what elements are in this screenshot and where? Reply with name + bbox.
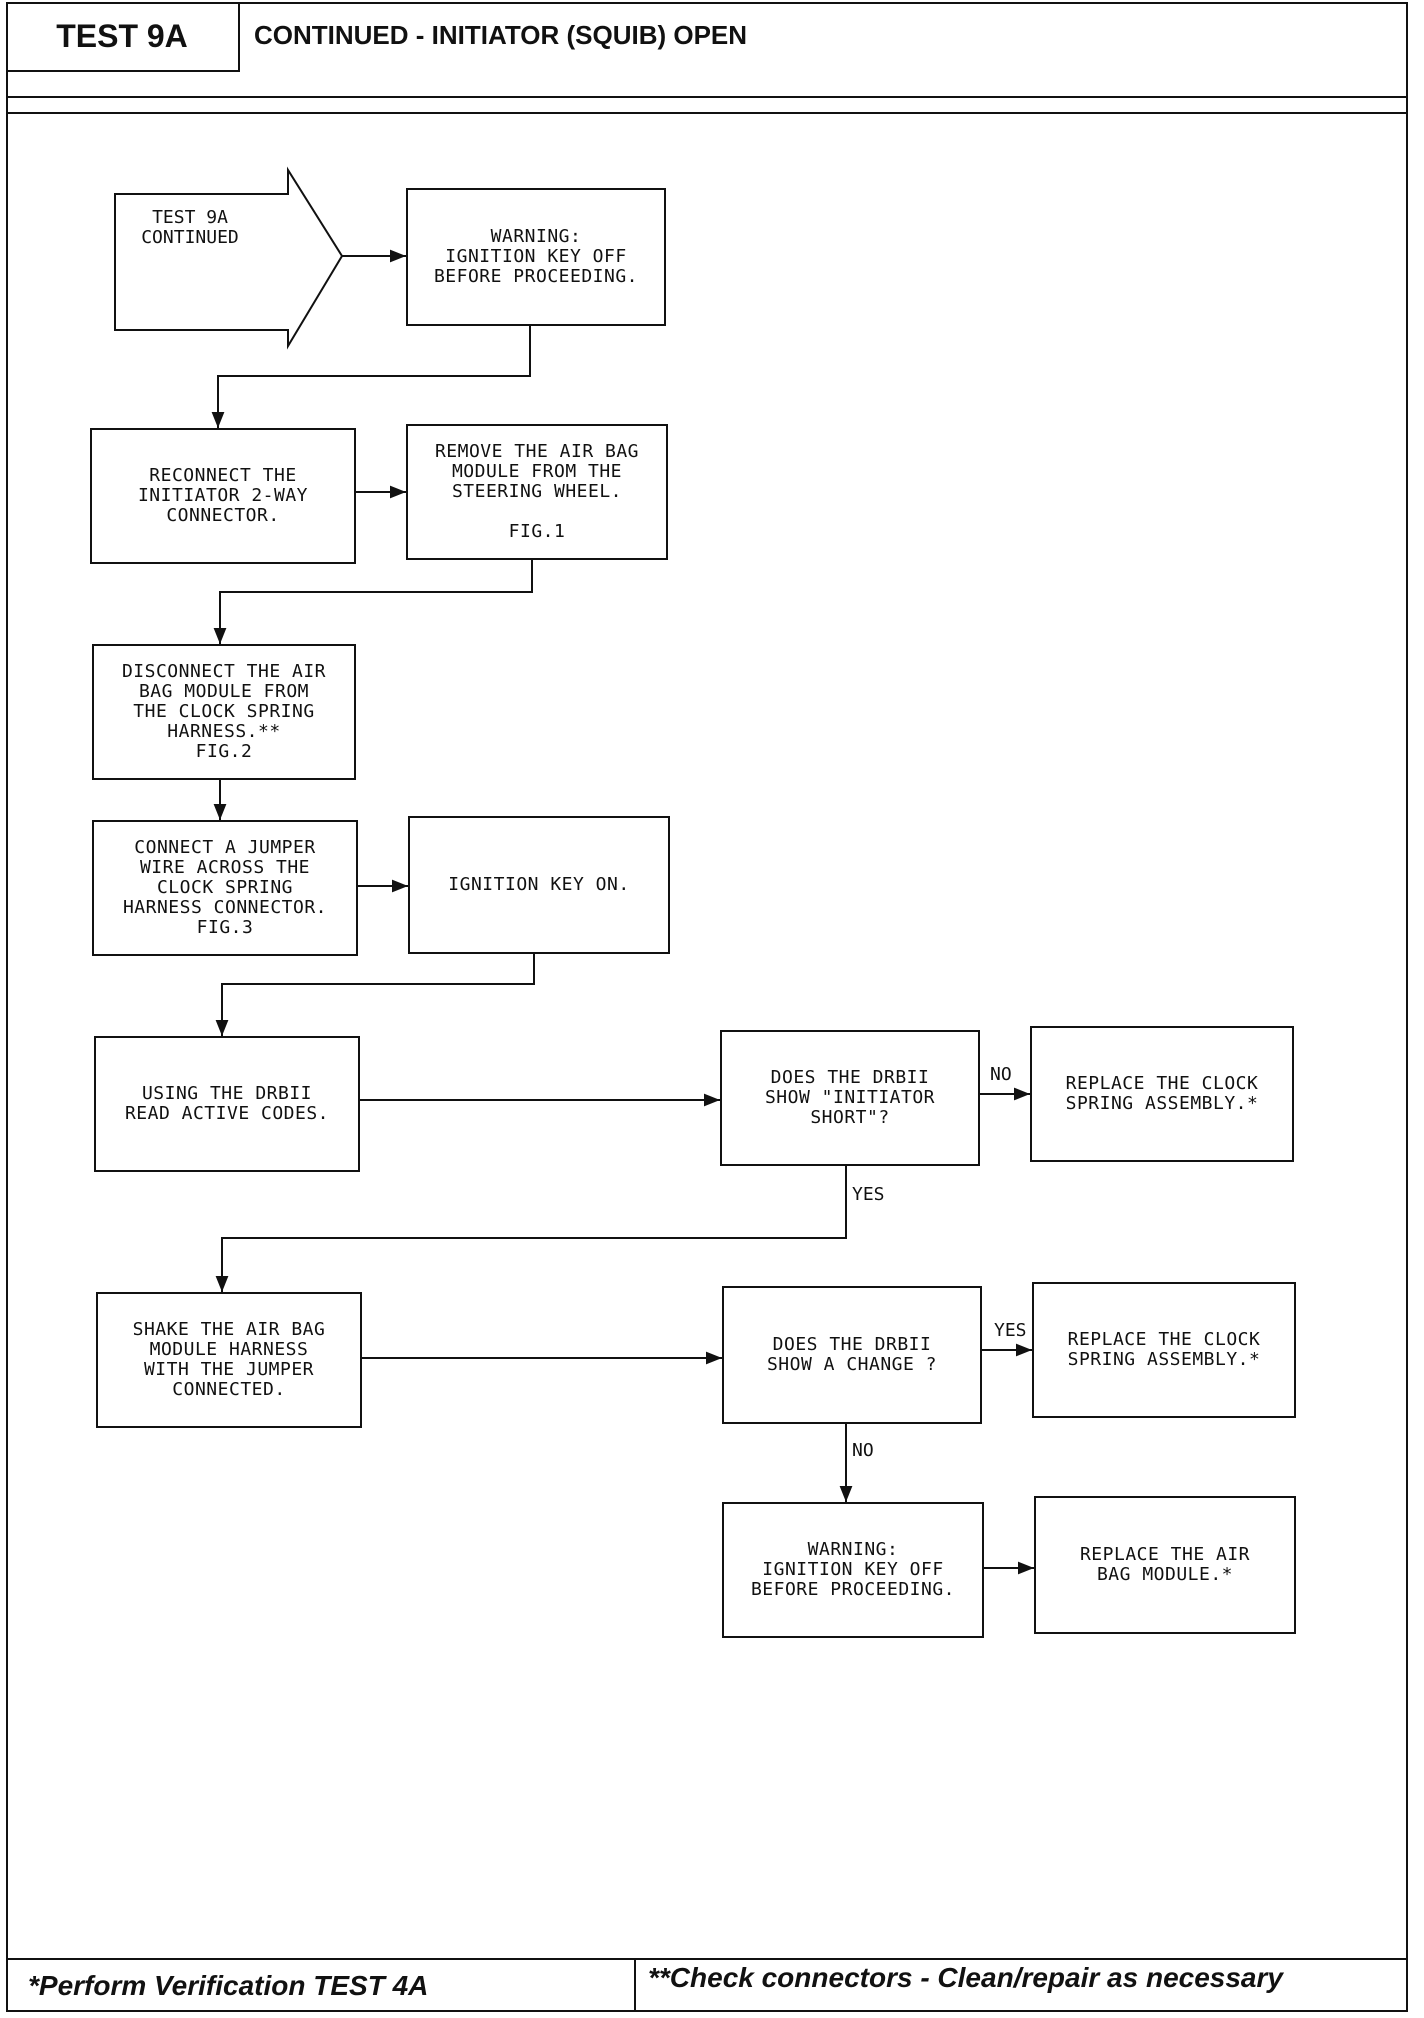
footer-divider: [6, 1958, 1408, 1960]
replace-clock-2-text: REPLACE THE CLOCK SPRING ASSEMBLY.*: [1067, 1329, 1261, 1370]
question-change-text: DOES THE DRBII SHOW A CHANGE ?: [766, 1334, 938, 1375]
jumper-text: CONNECT A JUMPER WIRE ACROSS THE CLOCK S…: [122, 837, 328, 938]
disconnect-text: DISCONNECT THE AIR BAG MODULE FROM THE C…: [121, 661, 327, 762]
ignition-on-text: IGNITION KEY ON.: [448, 874, 630, 895]
jumper-box: CONNECT A JUMPER WIRE ACROSS THE CLOCK S…: [92, 820, 358, 956]
replace-airbag-box: REPLACE THE AIR BAG MODULE.*: [1034, 1496, 1296, 1634]
label-yes-1: YES: [852, 1184, 885, 1205]
label-yes-2: YES: [994, 1320, 1027, 1341]
replace-airbag-text: REPLACE THE AIR BAG MODULE.*: [1079, 1544, 1251, 1585]
label-no-2: NO: [852, 1440, 874, 1461]
connector-question-shake-yes: [215, 1166, 847, 1292]
reconnect-text: RECONNECT THE INITIATOR 2-WAY CONNECTOR.: [137, 465, 309, 526]
test-label: TEST 9A: [6, 2, 240, 72]
read-codes-text: USING THE DRBII READ ACTIVE CODES.: [124, 1083, 330, 1124]
replace-clock-1-text: REPLACE THE CLOCK SPRING ASSEMBLY.*: [1065, 1073, 1259, 1114]
page-frame: [6, 2, 1408, 2012]
connector-remove-disconnect: [213, 560, 533, 644]
warning-box-2: WARNING: IGNITION KEY OFF BEFORE PROCEED…: [722, 1502, 984, 1638]
header-divider-lower: [6, 112, 1408, 114]
warning-box-1: WARNING: IGNITION KEY OFF BEFORE PROCEED…: [406, 188, 666, 326]
label-no-1: NO: [990, 1064, 1012, 1085]
start-arrow-shape: [114, 166, 344, 350]
question-short-box: DOES THE DRBII SHOW "INITIATOR SHORT"?: [720, 1030, 980, 1166]
remove-module-text: REMOVE THE AIR BAG MODULE FROM THE STEER…: [434, 441, 640, 542]
question-change-box: DOES THE DRBII SHOW A CHANGE ?: [722, 1286, 982, 1424]
warning-2-text: WARNING: IGNITION KEY OFF BEFORE PROCEED…: [750, 1539, 956, 1600]
footer-column-divider: [634, 1960, 636, 2010]
connector-ignition-read: [215, 954, 535, 1036]
header-divider: [6, 96, 1408, 98]
remove-module-box: REMOVE THE AIR BAG MODULE FROM THE STEER…: [406, 424, 668, 560]
replace-clock-box-1: REPLACE THE CLOCK SPRING ASSEMBLY.*: [1030, 1026, 1294, 1162]
shake-box: SHAKE THE AIR BAG MODULE HARNESS WITH TH…: [96, 1292, 362, 1428]
connector-warning-reconnect: [211, 326, 531, 428]
page-title: CONTINUED - INITIATOR (SQUIB) OPEN: [254, 20, 748, 50]
replace-clock-box-2: REPLACE THE CLOCK SPRING ASSEMBLY.*: [1032, 1282, 1296, 1418]
warning-1-text: WARNING: IGNITION KEY OFF BEFORE PROCEED…: [433, 226, 639, 287]
question-short-text: DOES THE DRBII SHOW "INITIATOR SHORT"?: [764, 1067, 936, 1128]
disconnect-box: DISCONNECT THE AIR BAG MODULE FROM THE C…: [92, 644, 356, 780]
start-label: TEST 9A CONTINUED: [141, 207, 239, 248]
shake-text: SHAKE THE AIR BAG MODULE HARNESS WITH TH…: [132, 1319, 326, 1400]
footer-connector-note: **Check connectors - Clean/repair as nec…: [648, 1962, 1283, 1993]
ignition-on-box: IGNITION KEY ON.: [408, 816, 670, 954]
reconnect-box: RECONNECT THE INITIATOR 2-WAY CONNECTOR.: [90, 428, 356, 564]
footer-verification-note: *Perform Verification TEST 4A: [28, 1970, 429, 2001]
read-codes-box: USING THE DRBII READ ACTIVE CODES.: [94, 1036, 360, 1172]
